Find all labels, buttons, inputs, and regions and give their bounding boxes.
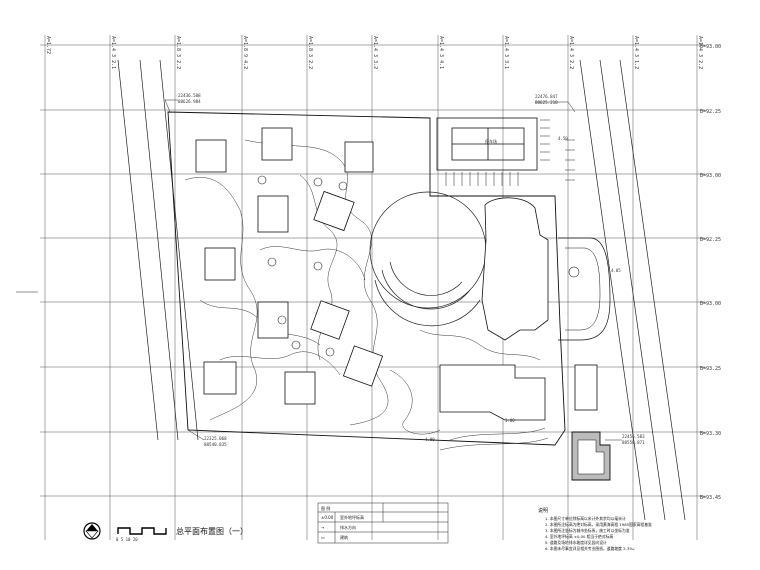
grid-label-right: B=92.25 [700, 237, 721, 243]
villa [261, 127, 293, 161]
legend-desc: 排水方向 [340, 524, 356, 530]
coord-top-right-x: 22476.847 [535, 94, 558, 99]
grid-label-top: A=1.4 3 3.1 [503, 36, 509, 69]
building-level-label: 3.00 [505, 418, 515, 423]
grid-label-right: B=93.00 [700, 44, 721, 50]
grid-label-top: A=1.72 [45, 36, 51, 54]
grid-label-right: B=93.30 [700, 431, 721, 437]
oval-drive-inner [565, 247, 601, 331]
grid-label-top: A=1.4 3 2.2 [568, 36, 574, 69]
parking-label: 停车场 [485, 138, 497, 144]
parking-stalls [445, 119, 575, 186]
villa [203, 361, 237, 395]
note-line: 2. 本图所注标高为绝对标高，采用黄海高程 1985国家高程基准 [545, 522, 652, 527]
north-arrow-icon [83, 522, 101, 540]
clubhouse-building [439, 197, 598, 421]
grid-label-top: A=1.8 3 2.2 [307, 36, 313, 69]
drawing-title: 总平面布置图（一） [176, 526, 248, 536]
villa [257, 301, 289, 339]
coord-top-left-y: 88626.984 [178, 99, 201, 104]
grid-label-right: B=93.00 [700, 301, 721, 307]
legend-table [317, 502, 449, 544]
level-label: 4.00 [425, 437, 435, 442]
villa [204, 247, 236, 281]
grid-right-labels: B=93.00 B=92.25 B=93.00 B=92.25 B=93.00 … [700, 44, 721, 501]
villa [344, 141, 374, 173]
note-line: 3. 本图所注坐标为城市坐标系，施工时以坐标为准 [545, 528, 630, 533]
notes-header: 说明 [538, 507, 548, 514]
scale-bar: 0 5 10 20 [116, 527, 167, 542]
grid-label-right: B=93.00 [700, 173, 721, 179]
note-line: 1. 本图尺寸单位除标高以米计外其余均以毫米计 [545, 516, 626, 521]
legend-desc: 建筑 [340, 534, 348, 540]
legend-code: → [321, 525, 325, 530]
parking-area [436, 117, 538, 171]
legend-code: ▭ [321, 535, 325, 540]
grid-label-top: A=1.8 3 2.2 [175, 36, 181, 69]
coordinate-callouts: 22436.508 88626.984 22476.847 88625.218 … [164, 93, 645, 447]
grid-label-top: A=1.8 9 4.2 [242, 36, 248, 69]
site-boundary [167, 111, 566, 446]
grid-vertical-lines [44, 35, 698, 540]
grid-label-top: A=1.4 3 2.1 [110, 36, 116, 69]
villa [313, 190, 355, 232]
notes-block: 说明 1. 本图尺寸单位除标高以米计外其余均以毫米计 2. 本图所注标高为绝对标… [538, 507, 652, 551]
coord-bottom-left-x: 22325.068 [204, 436, 227, 441]
villa [195, 139, 227, 173]
service-building [571, 431, 611, 481]
villa [284, 371, 316, 405]
grid-label-top: A=1.4 3 3.2 [372, 36, 378, 69]
level-label: 4.05 [611, 268, 621, 273]
central-plaza [369, 191, 487, 327]
grid-label-top: A=1.4 3 4.1 [438, 36, 444, 69]
east-road [579, 59, 686, 521]
villa-buildings [195, 127, 384, 405]
villa [342, 345, 384, 387]
coord-bottom-left-y: 88540.835 [204, 442, 227, 447]
note-line: 6. 本图未尽事宜详见相关专业图纸，道路坡度 2-3‰ [545, 546, 634, 551]
level-label: 4.50 [558, 136, 568, 141]
note-line: 5. 道路及场地排水坡度详见竖向设计 [545, 540, 607, 545]
scale-bar-label: 0 5 10 20 [116, 537, 138, 542]
grid-horizontal-lines [40, 44, 705, 497]
grid-top-labels: A=1.72 A=1.4 3 2.1 A=1.8 3 2.2 A=1.8 9 4… [45, 36, 703, 69]
coord-top-left-x: 22436.508 [178, 93, 201, 98]
coord-top-right-y: 88625.218 [535, 100, 558, 105]
villa [310, 300, 350, 340]
west-road [117, 59, 199, 441]
note-line: 4. 室外地坪标高 ±0.00 相当于绝对标高 [545, 534, 613, 539]
coord-bottom-right-x: 22456.583 [622, 434, 645, 439]
landscape-paths [184, 139, 549, 451]
legend-header: 图 例 [321, 505, 330, 511]
grid-label-top: A=1.4 3 1.2 [633, 36, 639, 69]
villa [257, 195, 289, 233]
grid-label-right: B=93.25 [700, 366, 721, 372]
oval-drive [558, 237, 611, 341]
grid-label-right: B=93.45 [700, 495, 721, 501]
grid-label-top: A=1.4 3 2.2 [697, 36, 703, 69]
grid-label-right: B=92.25 [700, 109, 721, 115]
legend-code: ±0.00 [321, 515, 334, 520]
legend-desc: 室外地坪标高 [340, 514, 364, 520]
coord-bottom-right-y: 88550.871 [622, 440, 645, 445]
